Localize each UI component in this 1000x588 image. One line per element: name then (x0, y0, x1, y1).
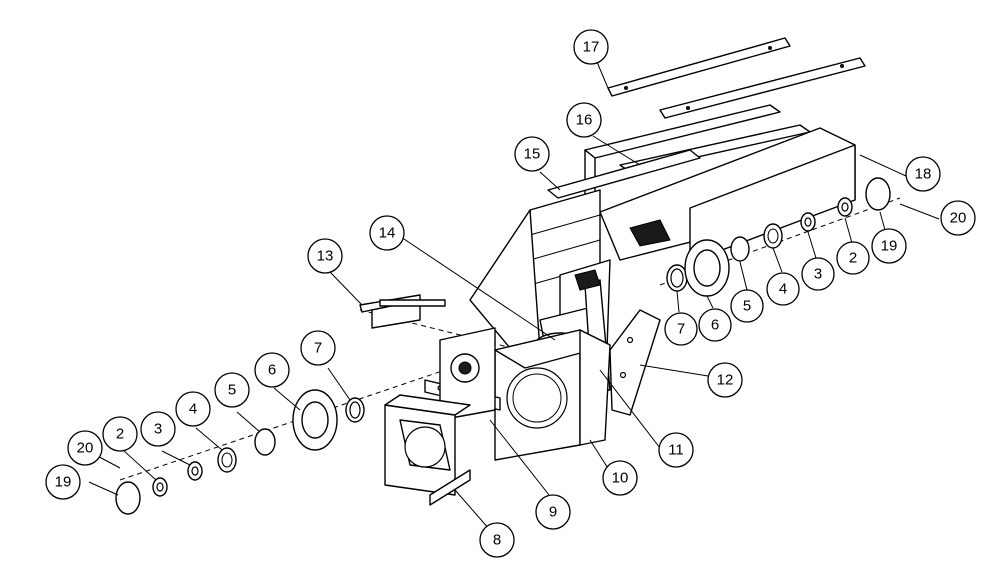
hub-flange-left (439, 327, 496, 421)
callouts: 17 16 15 18 20 19 2 3 (45, 29, 976, 558)
leader-lines (88, 61, 940, 531)
callout-3-left: 3 (140, 411, 176, 447)
callout-label: 8 (493, 532, 501, 549)
callout-13: 13 (307, 238, 343, 274)
callout-label: 20 (950, 210, 967, 227)
callout-16: 16 (566, 102, 602, 138)
callout-label: 6 (711, 317, 719, 334)
callout-2-left: 2 (102, 416, 138, 452)
callout-label: 7 (677, 321, 685, 338)
callout-8: 8 (479, 522, 515, 558)
left-bearing-stack (115, 389, 365, 515)
right-bearing-stack (666, 177, 891, 297)
callout-4-left: 4 (175, 391, 211, 427)
callout-12: 12 (707, 362, 743, 398)
callout-10: 10 (602, 460, 638, 496)
callout-label: 10 (612, 470, 629, 487)
housing-boxes (529, 104, 856, 351)
callout-label: 4 (779, 281, 787, 298)
callout-2-right: 2 (836, 241, 870, 275)
callout-6-right: 6 (698, 308, 732, 342)
callout-14: 14 (369, 215, 405, 251)
callout-7-right: 7 (664, 312, 698, 346)
callout-19-right: 19 (871, 228, 907, 264)
callout-19-left: 19 (45, 464, 81, 500)
callout-label: 14 (379, 225, 396, 242)
callout-11: 11 (658, 432, 694, 468)
callout-label: 11 (668, 442, 684, 459)
callout-20-right: 20 (940, 200, 976, 236)
callout-4-right: 4 (766, 272, 800, 306)
callout-label: 9 (549, 504, 557, 521)
callout-label: 13 (317, 248, 334, 265)
callout-label: 4 (189, 401, 197, 418)
part-13-bracket (359, 294, 446, 329)
callout-label: 20 (77, 440, 94, 457)
callout-20-left: 20 (67, 430, 103, 466)
callout-3-right: 3 (801, 257, 835, 291)
callout-label: 2 (849, 250, 857, 267)
callout-label: 19 (881, 238, 898, 255)
part-12-side-bracket (609, 309, 661, 416)
callout-label: 19 (55, 474, 72, 491)
callout-label: 16 (576, 112, 593, 129)
callout-label: 3 (154, 421, 162, 438)
callout-label: 18 (915, 166, 932, 183)
callout-label: 3 (814, 266, 822, 283)
part-8-end-bracket (384, 394, 471, 506)
callout-15: 15 (514, 136, 550, 172)
callout-label: 2 (116, 426, 124, 443)
callout-label: 7 (314, 340, 322, 357)
callout-5-right: 5 (730, 289, 764, 323)
callout-5-left: 5 (214, 372, 250, 408)
part-17-top-strips (607, 37, 866, 119)
callout-label: 15 (524, 146, 541, 163)
callout-label: 6 (268, 362, 276, 379)
part-10-main-plate (494, 329, 611, 461)
callout-label: 12 (717, 372, 734, 389)
callout-label: 5 (743, 298, 751, 315)
callout-18: 18 (905, 156, 941, 192)
callout-17: 17 (573, 29, 609, 65)
callout-7-left: 7 (300, 330, 336, 366)
callout-6-left: 6 (254, 352, 290, 388)
callout-9: 9 (535, 494, 571, 530)
callout-label: 17 (583, 39, 600, 56)
callout-label: 5 (228, 382, 236, 399)
